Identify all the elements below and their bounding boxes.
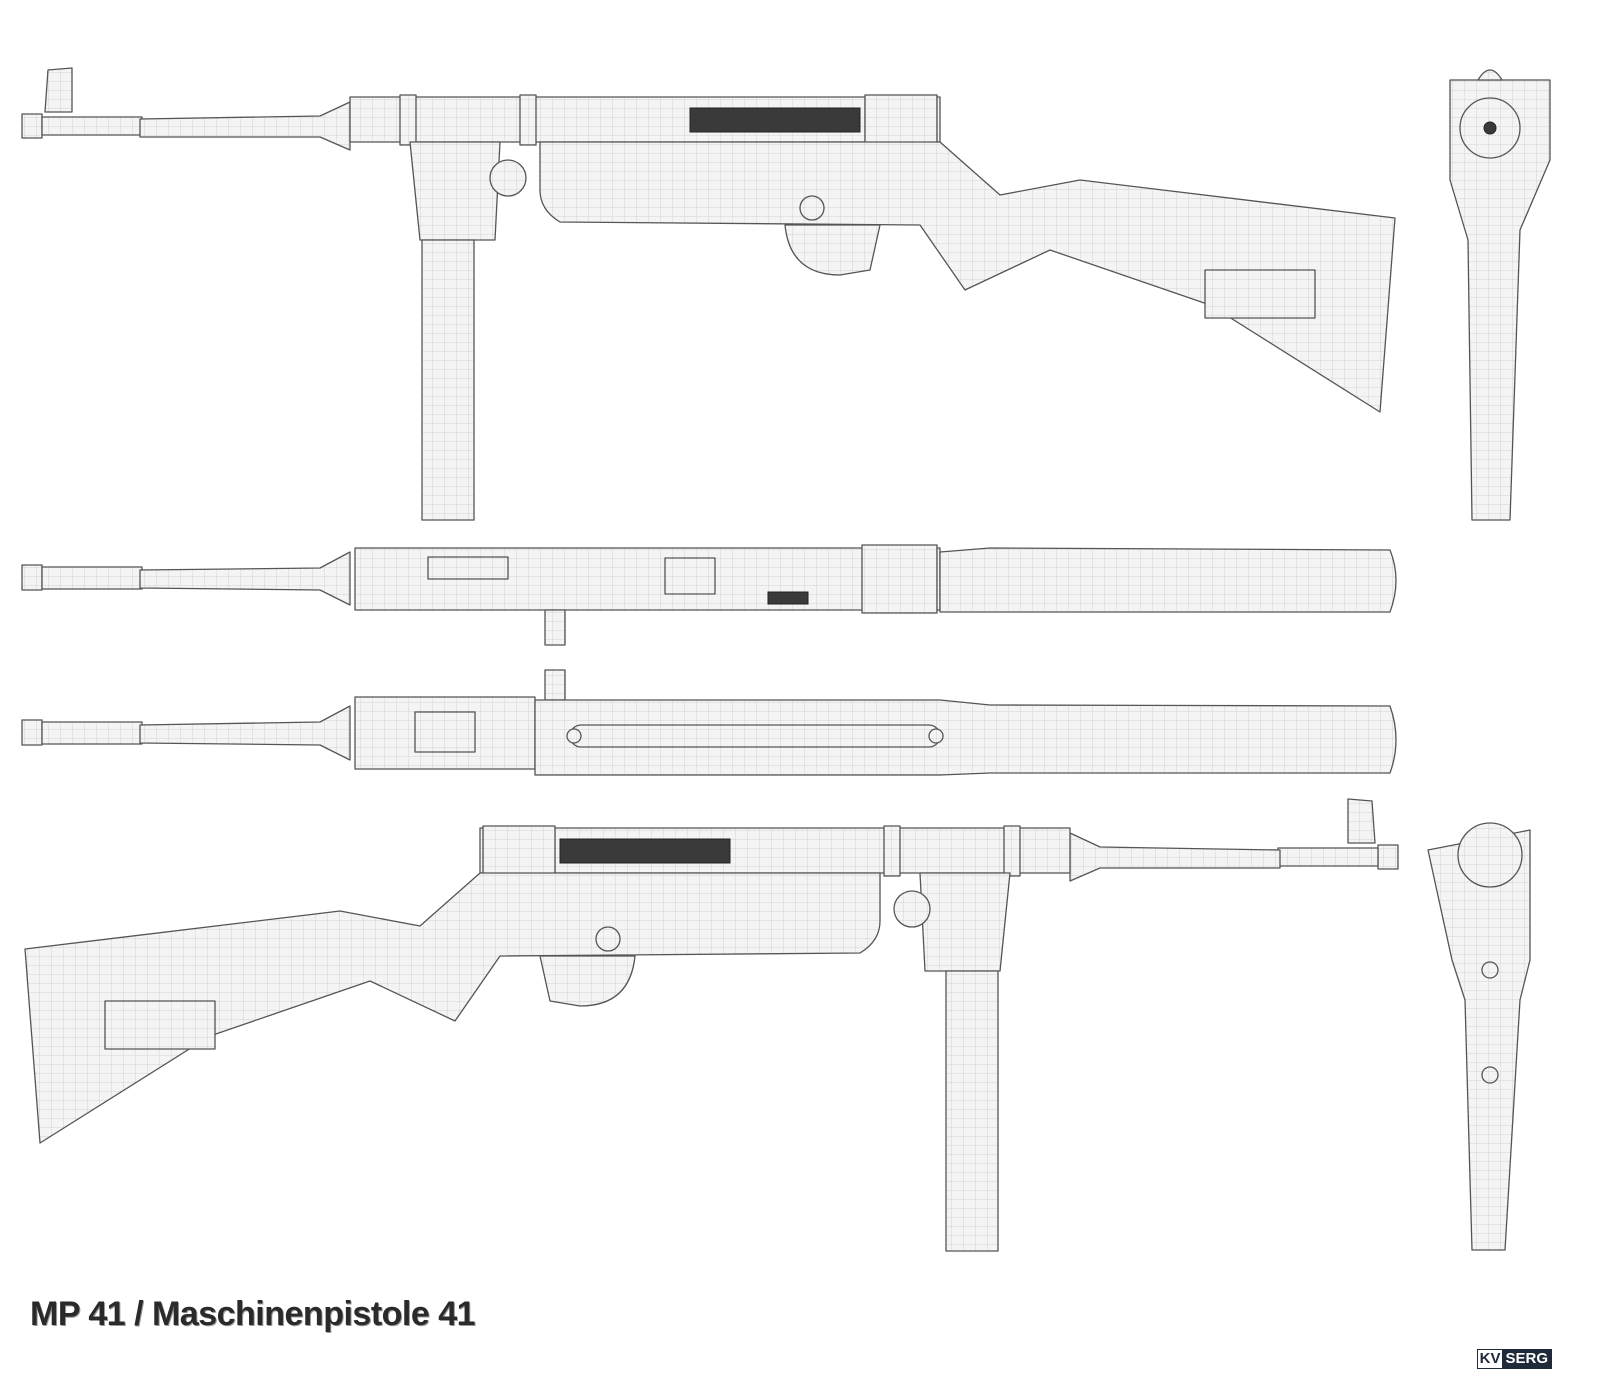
logo-part-1: KV (1477, 1350, 1503, 1368)
logo-part-2: SERG (1502, 1350, 1551, 1368)
top-view (21, 544, 1397, 646)
side-view-right (24, 798, 1399, 1252)
page-title: MP 41 / Maschinenpistole 41 (30, 1295, 476, 1333)
front-view (1449, 69, 1551, 521)
logo: KV SERG (1476, 1349, 1552, 1369)
rear-view (1427, 822, 1531, 1251)
bottom-view (21, 669, 1397, 776)
side-view-left (21, 67, 1396, 521)
